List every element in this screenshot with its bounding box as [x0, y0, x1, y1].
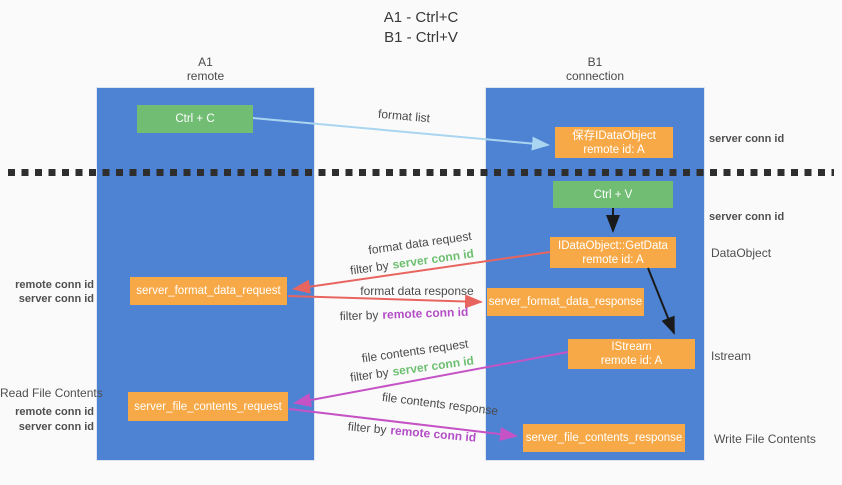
diagram-title: A1 - Ctrl+C B1 - Ctrl+V [0, 8, 842, 48]
ctrl-v-label: Ctrl + V [593, 188, 633, 201]
ctrl-v-action-box: Ctrl + V [553, 181, 673, 208]
remote-conn-id-label-1: remote conn id [15, 279, 94, 291]
getdata-remote-id: remote id: A [582, 253, 644, 266]
lifeline-a1-sub: remote [186, 69, 225, 83]
server-conn-id-label-2: server conn id [18, 421, 94, 433]
ctrl-c-label: Ctrl + C [175, 113, 215, 125]
lifeline-header-a1: A1 remote [97, 55, 314, 83]
lifeline-b1-sub: connection [565, 69, 625, 83]
istream-title: IStream [611, 341, 652, 353]
lifeline-b1-name: B1 [587, 55, 603, 69]
dataobject-label: DataObject [711, 246, 772, 260]
format-list-label: format list [377, 106, 431, 126]
file-contents-response-label: file contents response [381, 389, 499, 419]
istream-box: IStream remote id: A [568, 339, 695, 369]
server-format-data-response-label: server_format_data_response [488, 296, 643, 308]
server-conn-id-label-mid-right: server conn id [709, 211, 785, 223]
istream-remote-id: remote id: A [600, 355, 663, 367]
server-file-contents-response-box: server_file_contents_response [523, 424, 685, 452]
session-divider-dotted-line [8, 169, 834, 176]
ctrl-c-action-box: Ctrl + C [137, 105, 253, 133]
format-data-response-label: format data response [360, 284, 474, 298]
server-conn-id-label-top-right: server conn id [709, 133, 785, 145]
save-dataobject-box: 保存IDataObject remote id: A [555, 127, 673, 158]
getdata-title: IDataObject::GetData [558, 239, 668, 252]
server-format-data-request-box: server_format_data_request [130, 277, 287, 305]
title-line-ctrl-c: A1 - Ctrl+C [383, 9, 459, 26]
save-dataobject-remote-id: remote id: A [583, 143, 645, 156]
server-conn-id-label-1: server conn id [18, 293, 94, 305]
server-format-data-request-label: server_format_data_request [136, 285, 281, 297]
remote-conn-id-label-2: remote conn id [15, 406, 94, 418]
read-file-contents-label: Read File Contents [0, 386, 103, 400]
write-file-contents-label: Write File Contents [714, 432, 816, 446]
getdata-box: IDataObject::GetData remote id: A [550, 237, 676, 268]
server-file-contents-request-label: server_file_contents_request [134, 400, 282, 413]
title-line-ctrl-v: B1 - Ctrl+V [384, 29, 458, 46]
lifeline-header-b1: B1 connection [486, 55, 704, 83]
server-format-data-response-box: server_format_data_response [487, 288, 644, 316]
server-file-contents-request-box: server_file_contents_request [128, 392, 288, 421]
save-dataobject-title: 保存IDataObject [572, 129, 656, 142]
server-file-contents-response-label: server_file_contents_response [525, 432, 683, 444]
istream-side-label: Istream [711, 349, 752, 363]
lifeline-a1-name: A1 [198, 55, 213, 69]
